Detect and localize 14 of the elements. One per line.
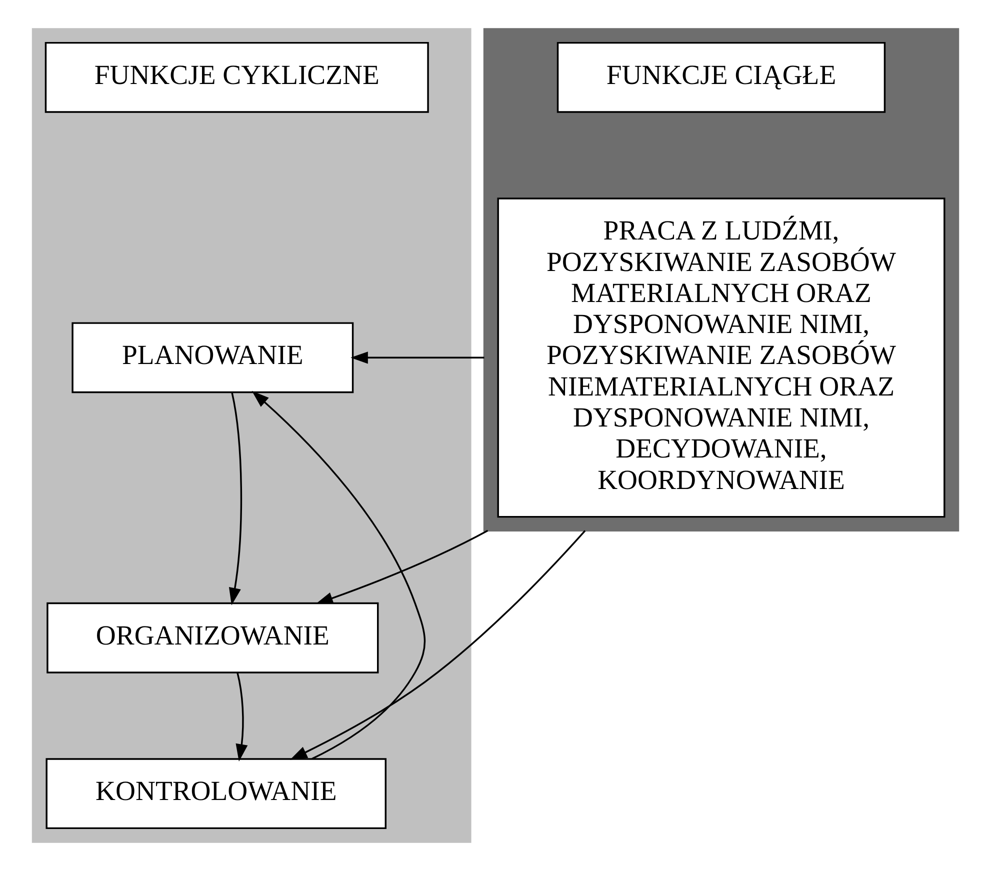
cluster [483, 28, 960, 532]
arrow [290, 530, 586, 760]
cluster [32, 28, 472, 843]
arrow [228, 392, 242, 606]
node-box: FUNKCJE CYKLICZNE [44, 42, 429, 113]
arrow [316, 530, 488, 604]
arrow [350, 352, 484, 364]
node-box: ORGANIZOWANIE [46, 602, 379, 674]
node-box: PRACA Z LUDŹMI, POZYSKIWANIE ZASOBÓW MATERIALNYCH ORAZ DYSPONOWANIE NIMI, POZYSKIWANIE ZASOBÓW NIEMATERIALNYCH ORAZ DYSPONOWANIE NIMI, DECYDOWANIE, KOORDYNOWANIE [497, 198, 946, 518]
node-box: FUNKCJE CIĄGŁE [556, 42, 886, 113]
node-box: PLANOWANIE [72, 322, 354, 394]
arrow [236, 672, 248, 762]
arrow [252, 390, 426, 760]
node-box: KONTROLOWANIE [46, 758, 387, 830]
